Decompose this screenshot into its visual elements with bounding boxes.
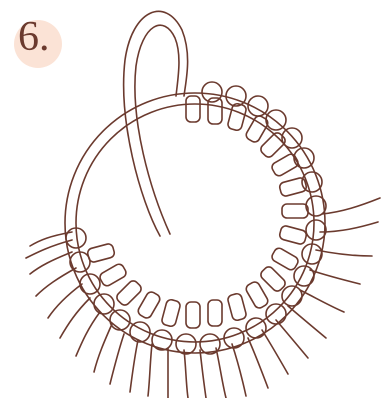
working-cord-inner (135, 25, 179, 234)
fringe-cords-left (26, 232, 168, 398)
ring-inner (76, 104, 314, 342)
